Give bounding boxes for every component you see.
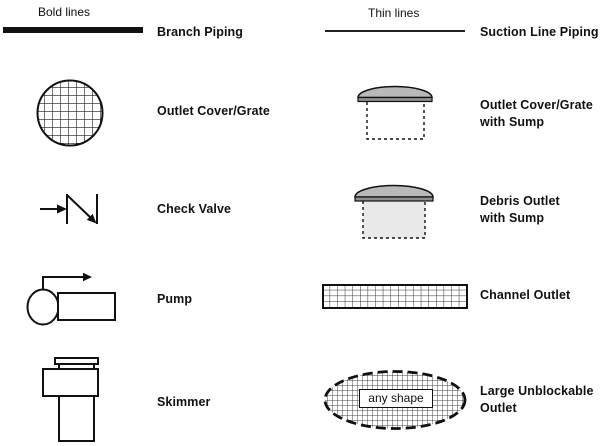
any-shape-note: any shape xyxy=(359,389,433,408)
outlet-cover-grate-with-sump-symbol xyxy=(357,85,433,140)
check-valve-symbol xyxy=(40,194,98,224)
thin-line-sample xyxy=(325,30,465,32)
bold-line-sample xyxy=(3,27,143,33)
debris-outlet-with-sump-symbol xyxy=(354,184,434,239)
channel-outlet-label: Channel Outlet xyxy=(480,288,571,302)
bold-lines-caption: Bold lines xyxy=(38,5,91,19)
skimmer-symbol xyxy=(42,357,99,442)
outlet-cover-grate-label: Outlet Cover/Grate xyxy=(157,104,270,118)
pump-symbol xyxy=(26,272,116,326)
outlet-cover-grate-with-sump-label: Outlet Cover/Grate with Sump xyxy=(480,98,593,129)
skimmer-label: Skimmer xyxy=(157,395,211,409)
debris-outlet-with-sump-label: Debris Outlet with Sump xyxy=(480,194,560,225)
large-unblockable-outlet-label: Large Unblockable Outlet xyxy=(480,384,594,415)
suction-line-piping-label: Suction Line Piping xyxy=(480,25,599,39)
branch-piping-label: Branch Piping xyxy=(157,25,244,39)
channel-outlet-symbol xyxy=(322,284,468,309)
thin-lines-caption: Thin lines xyxy=(368,6,420,20)
outlet-cover-grate-symbol xyxy=(36,79,104,147)
pump-label: Pump xyxy=(157,292,193,306)
check-valve-label: Check Valve xyxy=(157,202,232,216)
